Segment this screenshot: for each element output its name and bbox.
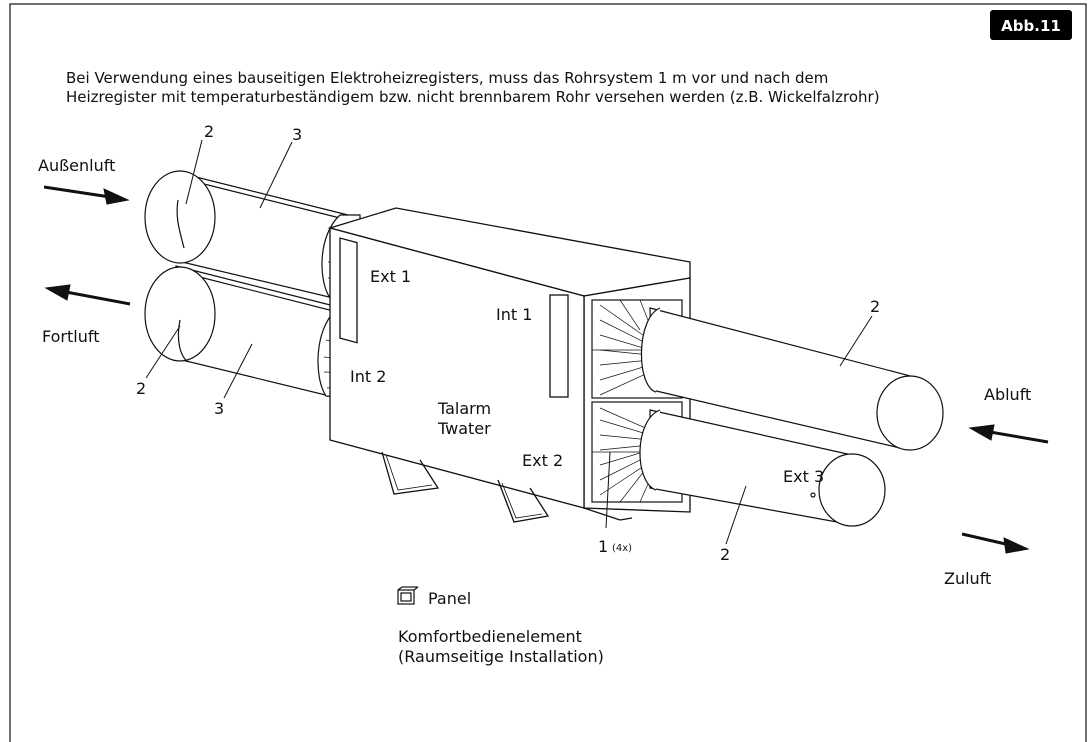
- duct-aussenluft-opening: [144, 170, 216, 264]
- label-int2: Int 2: [350, 367, 386, 386]
- label-fortluft: Fortluft: [42, 327, 99, 346]
- right-duct-group: [639, 307, 944, 527]
- label-panel: Panel: [428, 589, 471, 608]
- callout-2-lower-left: 2: [136, 379, 146, 398]
- label-zuluft: Zuluft: [944, 569, 991, 588]
- panel-icon: [397, 586, 419, 605]
- figure-badge-text: Abb.11: [1001, 17, 1061, 35]
- callout-2-upper-right: 2: [870, 297, 880, 316]
- ext1-port-marker: [339, 237, 358, 344]
- label-ext3: Ext 3: [783, 467, 824, 486]
- label-panel-description-1: Komfortbedienelement: [398, 627, 582, 646]
- label-talarm: Talarm: [437, 399, 491, 418]
- callout-1: 1: [598, 537, 608, 556]
- duct-abluft-opening: [876, 375, 944, 451]
- left-duct-group: [144, 170, 361, 401]
- label-ext2: Ext 2: [522, 451, 563, 470]
- installation-note-line-1: Bei Verwendung eines bauseitigen Elektro…: [66, 69, 828, 87]
- arrow-fortluft: [44, 284, 131, 306]
- callout-2-lower-right: 2: [720, 545, 730, 564]
- int1-port-marker: [549, 294, 569, 398]
- label-int1: Int 1: [496, 305, 532, 324]
- arrow-zuluft: [961, 532, 1030, 554]
- airflow-arrows: [43, 185, 1049, 554]
- figure-badge: Abb.11: [990, 10, 1072, 40]
- callout-2-upper-left: 2: [204, 122, 214, 141]
- duct-zuluft-opening: [818, 453, 886, 527]
- installation-note-line-2: Heizregister mit temperaturbeständigem b…: [66, 88, 880, 106]
- callout-1-quantity: (4x): [612, 543, 632, 554]
- figure-border: [9, 3, 1087, 742]
- arrow-abluft: [968, 424, 1049, 444]
- callout-3-lower-left: 3: [214, 399, 224, 418]
- label-aussenluft: Außenluft: [38, 156, 115, 175]
- callout-leaders: [145, 139, 873, 545]
- label-abluft: Abluft: [984, 385, 1031, 404]
- label-panel-description-2: (Raumseitige Installation): [398, 647, 604, 666]
- callout-3-upper-left: 3: [292, 125, 302, 144]
- arrow-aussenluft: [43, 185, 130, 205]
- label-twater: Twater: [437, 419, 491, 438]
- duct-fortluft-opening: [144, 266, 216, 362]
- ventilation-unit: [327, 207, 691, 523]
- ext3-sensor-point: [810, 492, 816, 498]
- label-ext1: Ext 1: [370, 267, 411, 286]
